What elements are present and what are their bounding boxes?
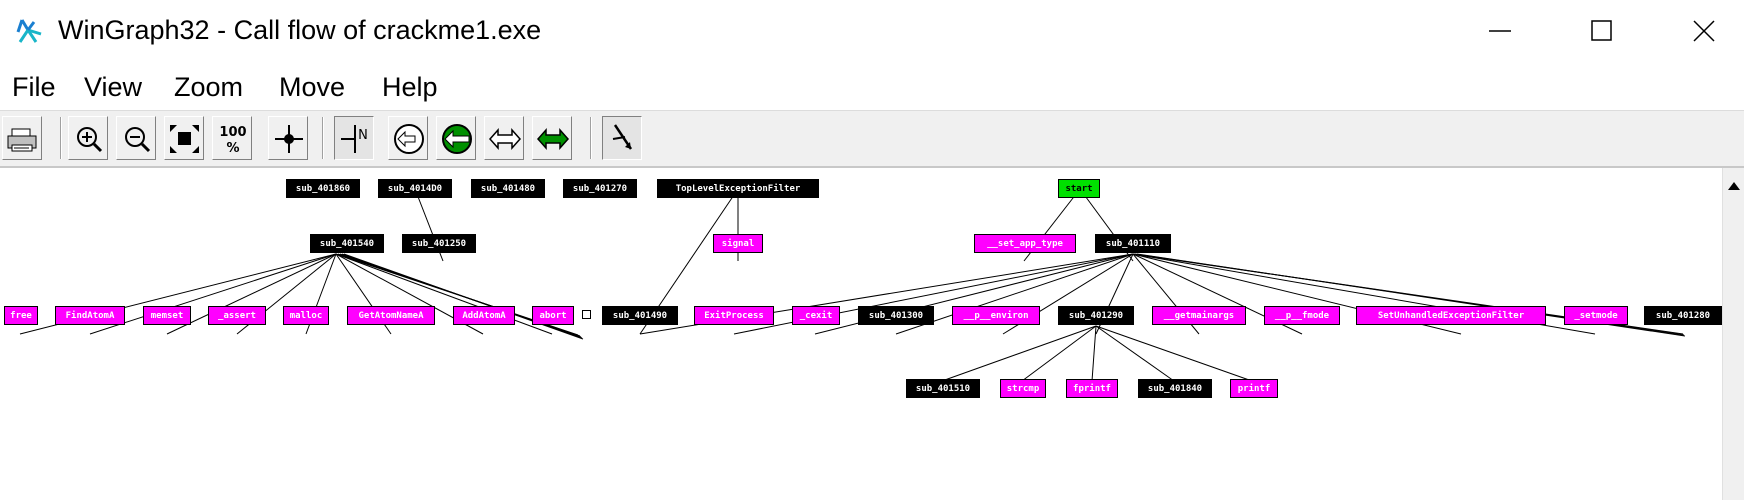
graph-node[interactable]: _setmode [1564, 306, 1628, 325]
zoom-in-button[interactable] [68, 116, 108, 160]
maximize-icon [1591, 20, 1612, 41]
graph-node[interactable]: _assert [208, 306, 266, 325]
zoom-out-icon [125, 127, 151, 153]
minimize-icon [1489, 30, 1511, 32]
window-title: WinGraph32 - Call flow of crackme1.exe [58, 15, 542, 45]
graph-node[interactable]: sub_401490 [602, 306, 678, 325]
graph-node[interactable]: strcmp [1000, 379, 1046, 398]
center-icon [275, 125, 303, 153]
graph-node[interactable]: fprintf [1066, 379, 1118, 398]
graph-node[interactable]: printf [1230, 379, 1278, 398]
graph-node[interactable]: sub_401300 [858, 306, 934, 325]
collapsed-edge-marker [582, 310, 591, 319]
print-button[interactable] [2, 116, 42, 160]
print-icon [7, 128, 37, 152]
graph-node[interactable]: sub_401280 [1644, 306, 1722, 325]
maximize-button[interactable] [1552, 0, 1652, 62]
graph-node[interactable]: SetUnhandledExceptionFilter [1356, 306, 1546, 325]
graph-node-start[interactable]: start [1058, 179, 1100, 198]
menu-help[interactable]: Help [382, 72, 438, 102]
flip-button[interactable] [484, 116, 524, 160]
zoom-out-button[interactable] [116, 116, 156, 160]
follow-edge-button[interactable] [602, 116, 642, 160]
graph-node[interactable]: sub_401110 [1095, 234, 1171, 253]
svg-text:100: 100 [219, 125, 246, 140]
graph-canvas[interactable]: sub_401860 sub_4014D0 sub_401480 sub_401… [0, 168, 1722, 500]
toolbar-separator [590, 117, 592, 159]
graph-node[interactable]: ExitProcess [694, 306, 774, 325]
toolbar-separator [60, 117, 62, 159]
graph-node[interactable]: signal [713, 234, 763, 253]
graph-node[interactable]: memset [143, 306, 191, 325]
fit-to-window-button[interactable] [164, 116, 204, 160]
orientation-north-icon: N [341, 125, 368, 153]
flip-icon [488, 128, 522, 150]
menu-zoom[interactable]: Zoom [174, 72, 244, 102]
orientation-north-button[interactable]: N [334, 116, 374, 160]
menu-view[interactable]: View [84, 72, 143, 102]
graph-node[interactable]: sub_401270 [563, 179, 637, 198]
scroll-up-button[interactable] [1723, 168, 1744, 210]
rotate-green-button[interactable] [436, 116, 476, 160]
vertical-scrollbar[interactable] [1722, 168, 1744, 500]
graph-node[interactable]: sub_401540 [310, 234, 384, 253]
zoom-100-button[interactable]: 100 % [212, 116, 252, 160]
scroll-up-icon [1728, 182, 1740, 190]
svg-text:N: N [358, 128, 368, 143]
close-icon [1693, 20, 1715, 42]
minimize-button[interactable] [1450, 0, 1550, 62]
graph-node[interactable]: abort [532, 306, 574, 325]
menu-file[interactable]: File [12, 72, 56, 102]
graph-node[interactable]: sub_401860 [286, 179, 360, 198]
zoom-100-icon: 100 % [219, 125, 246, 156]
graph-node[interactable]: __getmainargs [1152, 306, 1246, 325]
graph-node[interactable]: _cexit [792, 306, 840, 325]
graph-node[interactable]: AddAtomA [453, 306, 515, 325]
graph-node[interactable]: __set_app_type [974, 234, 1076, 253]
flip-green-icon [536, 128, 570, 150]
rotate-green-icon [442, 124, 472, 154]
rotate-left-button[interactable] [388, 116, 428, 160]
close-button[interactable] [1654, 0, 1744, 62]
graph-node[interactable]: TopLevelExceptionFilter [657, 179, 819, 198]
follow-edge-icon [612, 124, 633, 150]
menu-move[interactable]: Move [279, 72, 346, 102]
graph-node[interactable]: __p__environ [952, 306, 1040, 325]
graph-node[interactable]: sub_401250 [402, 234, 476, 253]
menu-bar: File View Zoom Move Help [0, 62, 1744, 110]
graph-node[interactable]: malloc [283, 306, 329, 325]
title-bar: WinGraph32 - Call flow of crackme1.exe [0, 0, 1744, 62]
graph-node[interactable]: FindAtomA [55, 306, 125, 325]
graph-node[interactable]: GetAtomNameA [347, 306, 435, 325]
fit-to-window-icon [170, 125, 199, 153]
center-button[interactable] [268, 116, 308, 160]
graph-edges [19, 188, 1686, 382]
graph-node[interactable]: sub_4014D0 [378, 179, 452, 198]
graph-node[interactable]: sub_401840 [1138, 379, 1212, 398]
toolbar: 100 % N [0, 110, 1744, 168]
flip-green-button[interactable] [532, 116, 572, 160]
graph-node[interactable]: sub_401510 [906, 379, 980, 398]
graph-node[interactable]: sub_401480 [471, 179, 545, 198]
rotate-left-icon [394, 124, 424, 154]
graph-node[interactable]: __p__fmode [1264, 306, 1340, 325]
zoom-in-icon [77, 127, 103, 153]
svg-text:%: % [226, 141, 239, 156]
graph-node[interactable]: sub_401290 [1058, 306, 1134, 325]
graph-node[interactable]: free [4, 306, 38, 325]
toolbar-separator [322, 117, 324, 159]
wingraph-app-icon [16, 19, 42, 43]
